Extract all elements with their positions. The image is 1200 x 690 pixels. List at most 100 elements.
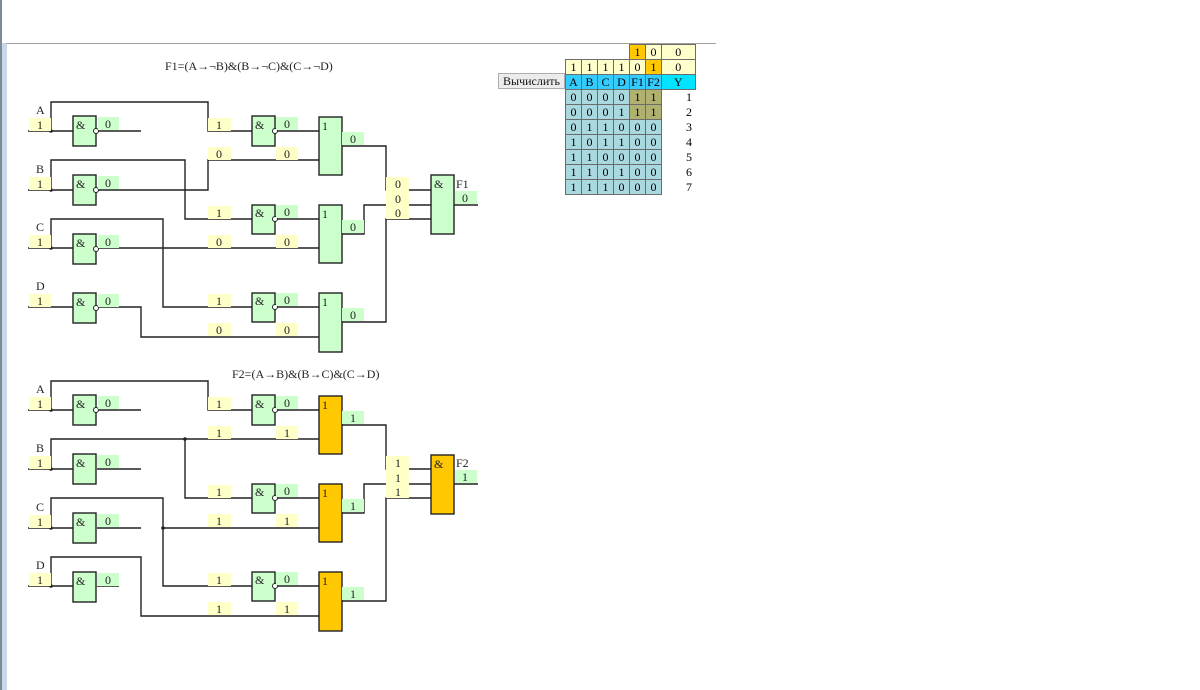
table-cell: 1 — [597, 179, 614, 195]
svg-text:0: 0 — [284, 572, 290, 586]
circuit-f2: F2=(A→B)&(B→C)&(C→D) — [28, 367, 478, 632]
table-cell: 1 — [581, 179, 598, 195]
svg-text:&: & — [255, 573, 265, 587]
svg-text:&: & — [76, 456, 86, 470]
table-cell: 0 — [597, 104, 614, 120]
truth-table-header: A B C D F1 F2 Y — [565, 74, 696, 90]
svg-text:1: 1 — [395, 485, 401, 499]
f2-and-gate: 1 1 1 & F2 1 — [386, 454, 477, 515]
table-cell: 0 — [645, 149, 662, 165]
svg-text:&: & — [255, 118, 265, 132]
svg-text:&: & — [76, 118, 86, 132]
table-cell: 0 — [629, 179, 646, 195]
svg-text:0: 0 — [395, 192, 401, 206]
table-cell: 1 — [581, 149, 598, 165]
svg-text:&: & — [255, 294, 265, 308]
f2-or-out-3: 1 — [350, 587, 356, 601]
svg-text:0: 0 — [284, 484, 290, 498]
f2-input-value-c[interactable]: 1 — [37, 515, 43, 529]
row-index: 7 — [686, 179, 692, 194]
left-scroll-border — [0, 43, 7, 690]
f2-input-label-a: A — [36, 382, 45, 396]
row-index: 4 — [686, 134, 692, 149]
svg-text:0: 0 — [105, 573, 111, 587]
f2-input-label-d: D — [36, 558, 45, 572]
circuit-f1: F1=(A→¬B)&(B→¬C)&(C→¬D) — [28, 59, 478, 353]
svg-text:1: 1 — [322, 207, 328, 221]
f2-input-value-b[interactable]: 1 — [37, 456, 43, 470]
svg-text:1: 1 — [284, 602, 290, 616]
table-cell: 1 — [613, 134, 630, 150]
svg-text:0: 0 — [284, 323, 290, 337]
svg-text:&: & — [76, 515, 86, 529]
f1-block-1: 1 0 & 0 0 1 0 — [208, 115, 364, 176]
svg-text:0: 0 — [284, 205, 290, 219]
f1-input-value-b[interactable]: 1 — [37, 177, 43, 191]
table-cell: 0 — [629, 119, 646, 135]
svg-text:&: & — [76, 177, 86, 191]
f1-block-3: 1 0 & 0 0 1 0 — [208, 292, 364, 353]
svg-text:1: 1 — [216, 397, 222, 411]
svg-text:1: 1 — [216, 573, 222, 587]
table-cell: 0 — [581, 89, 598, 105]
f2-gate-b: & 0 — [72, 453, 119, 485]
table-cell: 0 — [645, 179, 662, 195]
f1-input-label-a: A — [36, 103, 45, 117]
calculate-button[interactable]: Вычислить — [498, 73, 565, 89]
f1-input-value-a[interactable]: 1 — [37, 118, 43, 132]
f2-input-label-c: C — [36, 500, 44, 514]
table-cell: 0 — [613, 149, 630, 165]
f1-block-2: 1 0 & 0 0 1 0 — [208, 204, 364, 264]
f2-or-out-1: 1 — [350, 411, 356, 425]
f1-formula-title: F1=(A→¬B)&(B→¬C)&(C→¬D) — [165, 59, 333, 73]
f1-input-value-c[interactable]: 1 — [37, 235, 43, 249]
table-cell: 1 — [565, 164, 582, 180]
truth-table-top-row: 1 0 0 — [566, 44, 696, 60]
table-cell: 0 — [581, 104, 598, 120]
table-cell: 1 — [565, 149, 582, 165]
svg-text:&: & — [255, 485, 265, 499]
table-cell: 0 — [565, 89, 582, 105]
f1-not-out-c: 0 — [105, 235, 111, 249]
f2-input-value-a[interactable]: 1 — [37, 397, 43, 411]
f2-input-value-d[interactable]: 1 — [37, 573, 43, 587]
f1-not-out-b: 0 — [105, 176, 111, 190]
f2-gate-c: & 0 — [72, 512, 119, 544]
table-cell: 0 — [613, 89, 630, 105]
row-index: 6 — [686, 164, 692, 179]
f1-output-value: 0 — [462, 191, 468, 205]
f2-gate-d: & 0 — [72, 571, 119, 603]
f2-block-1: 1 1 & 0 1 1 1 — [208, 394, 364, 455]
row-index: 5 — [686, 149, 692, 164]
f1-input-value-d[interactable]: 1 — [37, 294, 43, 308]
table-cell: 0 — [613, 179, 630, 195]
svg-text:&: & — [255, 397, 265, 411]
table-cell: 0 — [597, 164, 614, 180]
svg-text:0: 0 — [216, 323, 222, 337]
logic-diagram: F1=(A→¬B)&(B→¬C)&(C→¬D) — [28, 59, 478, 632]
table-cell: 1 — [581, 119, 598, 135]
svg-text:1: 1 — [216, 602, 222, 616]
svg-text:0: 0 — [105, 455, 111, 469]
svg-text:&: & — [76, 574, 86, 588]
svg-text:0: 0 — [284, 235, 290, 249]
svg-text:1: 1 — [395, 471, 401, 485]
svg-text:0: 0 — [216, 147, 222, 161]
svg-text:1: 1 — [322, 119, 328, 133]
window-edge — [0, 0, 2, 43]
row-index: 3 — [686, 119, 692, 134]
table-cell: 0 — [645, 134, 662, 150]
svg-text:1: 1 — [395, 456, 401, 470]
table-cell: 1 — [597, 119, 614, 135]
table-cell: 1 — [565, 179, 582, 195]
svg-text:1: 1 — [284, 514, 290, 528]
f2-input-label-b: B — [36, 441, 44, 455]
f1-output-label: F1 — [456, 177, 469, 191]
